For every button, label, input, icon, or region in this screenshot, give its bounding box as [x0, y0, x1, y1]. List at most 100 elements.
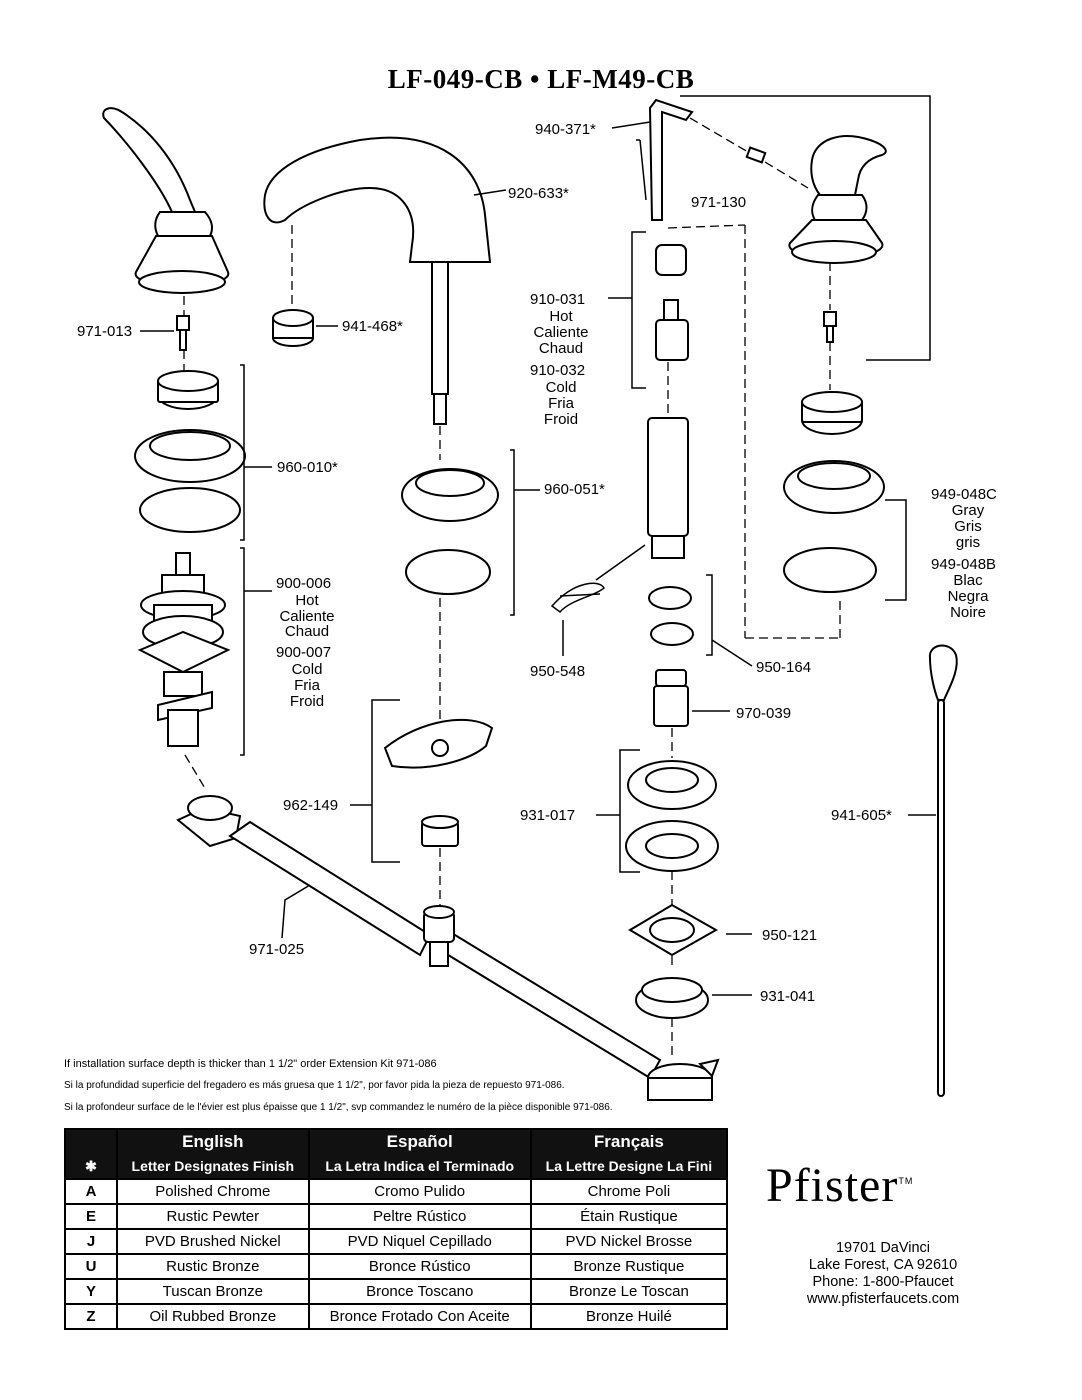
adapter-970-039-icon: [653, 669, 689, 727]
oring-950-164-top-icon: [648, 586, 692, 610]
nut-right-icon: [801, 391, 863, 435]
label-900-006-caliente: Caliente: [279, 608, 334, 625]
label-941-468: 941-468*: [342, 318, 403, 335]
label-910-032-froid: Froid: [544, 411, 578, 428]
label-900-006-chaud: Chaud: [285, 623, 329, 640]
page-title: LF-049-CB • LF-M49-CB: [387, 64, 695, 94]
label-949-048B-noire: Noire: [950, 604, 986, 621]
label-960-010: 960-010*: [277, 459, 338, 476]
label-920-633: 920-633*: [508, 185, 569, 202]
finish-code: Z: [64, 1303, 118, 1330]
address-phone: Phone: 1-800-Pfaucet: [812, 1274, 954, 1290]
table-subheader-english: Letter Designates Finish: [116, 1154, 310, 1180]
label-910-032-cold: Cold: [546, 379, 577, 396]
label-949-048C-gray: Gray: [952, 502, 985, 519]
screw-right-icon: [823, 311, 837, 343]
address-street: 19701 DaVinci: [835, 1240, 931, 1256]
table-header-espanol: Español: [307, 1128, 532, 1154]
tube-971-025-icon: [176, 795, 720, 1101]
gasket-960-010-icon: [139, 487, 241, 533]
left-handle-icon: [102, 107, 230, 294]
label-962-149: 962-149: [283, 797, 338, 814]
nut-960-010-icon: [157, 370, 219, 410]
finish-es: Cromo Pulido: [307, 1178, 532, 1205]
table-subheader-francais: La Lettre Designe La Fini: [529, 1154, 729, 1180]
label-949-048C-gris-fr: gris: [956, 534, 980, 551]
label-900-007-froid: Froid: [290, 693, 324, 710]
valve-body-icon: [647, 417, 689, 559]
note-english: If installation surface depth is thicker…: [64, 1058, 437, 1070]
label-910-031-caliente: Caliente: [533, 324, 588, 341]
finish-es: Bronce Toscano: [307, 1278, 532, 1305]
escutcheon-right-icon: [783, 460, 885, 514]
finish-en: Rustic Bronze: [116, 1253, 310, 1280]
exploded-parts-diagram: 971-013 960-010* 900-006 Hot Caliente Ch…: [77, 95, 997, 1101]
label-949-048B-negra: Negra: [948, 588, 990, 605]
gasket-960-051-icon: [405, 549, 491, 595]
finish-fr: Bronze Rustique: [529, 1253, 729, 1280]
finish-es: PVD Niquel Cepillado: [307, 1228, 532, 1255]
escutcheon-960-051-icon: [401, 468, 499, 522]
finish-en: Polished Chrome: [116, 1178, 310, 1205]
label-900-007-cold: Cold: [292, 661, 323, 678]
label-950-121: 950-121: [762, 927, 817, 944]
allen-wrench-940-371-icon: [648, 98, 694, 221]
clip-950-548-icon: [550, 582, 605, 614]
label-900-006: 900-006: [276, 575, 331, 592]
spout-920-633-icon: [263, 136, 492, 425]
washer-931-017-bottom-icon: [625, 820, 719, 872]
finish-en: Oil Rubbed Bronze: [116, 1303, 310, 1330]
oring-950-164-bottom-icon: [650, 622, 694, 646]
label-931-017: 931-017: [520, 807, 575, 824]
label-971-130: 971-130: [691, 194, 746, 211]
label-941-605: 941-605*: [831, 807, 892, 824]
escutcheon-960-010-icon: [134, 429, 246, 483]
washer-931-017-top-icon: [627, 760, 717, 810]
finish-es: Bronce Rústico: [307, 1253, 532, 1280]
fraction: 1/2": [278, 1058, 298, 1070]
company-address: 19701 DaVinci Lake Forest, CA 92610 Phon…: [770, 1240, 996, 1308]
finish-fr: Étain Rustique: [529, 1203, 729, 1230]
pfister-logo: PfisterTM: [766, 1159, 914, 1212]
finish-fr: Bronze Le Toscan: [529, 1278, 729, 1305]
nut-931-041-icon: [635, 977, 709, 1019]
label-910-031-hot: Hot: [549, 308, 573, 325]
finish-fr: Bronze Huilé: [529, 1303, 729, 1330]
label-949-048B-blac: Blac: [953, 572, 983, 589]
gasket-949-048-icon: [783, 547, 877, 593]
screw-971-013-icon: [176, 315, 190, 351]
label-910-032-fria: Fria: [548, 395, 574, 412]
label-950-164: 950-164: [756, 659, 811, 676]
finish-code: J: [64, 1228, 118, 1255]
finish-en: Tuscan Bronze: [116, 1278, 310, 1305]
set-screw-971-130-icon: [745, 146, 767, 164]
popup-rod-941-605-icon: [928, 644, 958, 1097]
label-971-025: 971-025: [249, 941, 304, 958]
finish-en: Rustic Pewter: [116, 1203, 310, 1230]
label-900-007: 900-007: [276, 644, 331, 661]
gasket-950-121-icon: [628, 903, 719, 957]
aerator-941-468-icon: [272, 309, 314, 347]
table-subheader-espanol: La Letra Indica el Terminado: [307, 1154, 532, 1180]
note-spanish: Si la profundidad superficie del fregade…: [64, 1080, 565, 1091]
finish-fr: Chrome Poli: [529, 1178, 729, 1205]
table-header-blank: [64, 1128, 118, 1154]
right-handle-icon: [788, 135, 887, 264]
label-970-039: 970-039: [736, 705, 791, 722]
label-900-007-fria: Fria: [294, 677, 320, 694]
asterisk-icon: ✱: [64, 1154, 118, 1180]
label-949-048C-gris: Gris: [954, 518, 982, 535]
finish-es: Peltre Rústico: [307, 1203, 532, 1230]
label-940-371: 940-371*: [535, 121, 596, 138]
cartridge-910-031-icon: [655, 244, 689, 361]
bracket-962-149-icon: [383, 718, 494, 769]
finish-code: E: [64, 1203, 118, 1230]
label-910-031-chaud: Chaud: [539, 340, 583, 357]
address-website: www.pfisterfaucets.com: [806, 1291, 960, 1307]
table-header-francais: Français: [529, 1128, 729, 1154]
label-950-548: 950-548: [530, 663, 585, 680]
